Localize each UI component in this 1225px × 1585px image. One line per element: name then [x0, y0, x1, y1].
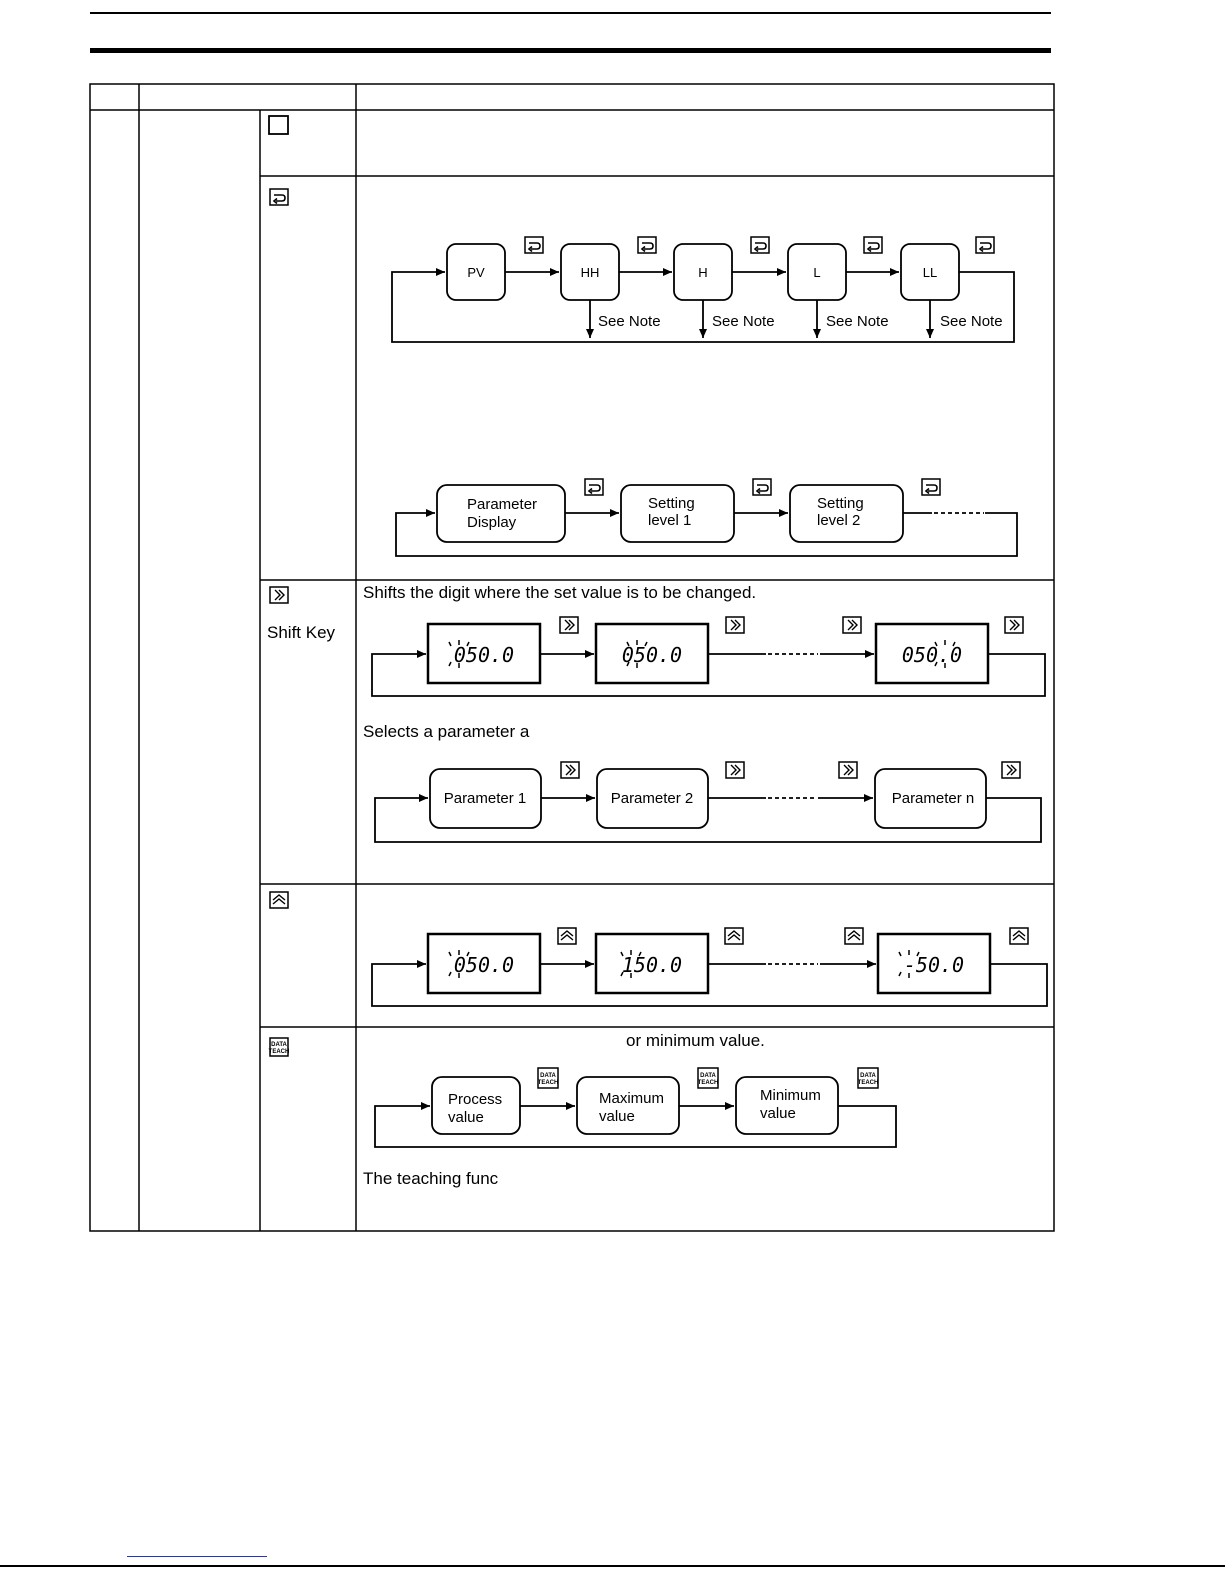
shift-param-flow: [374, 768, 1042, 843]
svg-text:DATA: DATA: [860, 1073, 876, 1079]
svg-text:TEACH: TEACH: [269, 1049, 290, 1055]
data-teach-icon: DATA TEACH: [697, 1067, 719, 1089]
svg-text:TEACH: TEACH: [858, 1080, 879, 1086]
flow-node-maximum-value: Maximum: [599, 1090, 664, 1107]
svg-text:DATA: DATA: [700, 1073, 716, 1079]
shift-digit-flow: [371, 622, 1046, 697]
table-grid: [89, 83, 1055, 1232]
svg-text:TEACH: TEACH: [698, 1080, 719, 1086]
svg-text:TEACH: TEACH: [538, 1080, 559, 1086]
shift-key-label: Shift Key: [267, 623, 336, 642]
return-arrow-icon: [863, 236, 883, 254]
square-icon: [268, 115, 289, 135]
flow-node-h: H: [698, 265, 707, 280]
svg-text:value: value: [448, 1109, 484, 1126]
double-chevron-up-icon: [269, 891, 289, 909]
svg-text:level 2: level 2: [817, 512, 860, 529]
double-chevron-right-icon: [269, 586, 289, 604]
data-key-flow: [374, 1076, 897, 1148]
digit-display: 050.0: [622, 643, 682, 667]
flow-node-parameter-display: Parameter: [467, 496, 537, 513]
double-chevron-right-icon: [559, 616, 579, 634]
svg-text:DATA: DATA: [540, 1073, 556, 1079]
flow-node-ll: LL: [923, 265, 937, 280]
data-teach-icon: DATA TEACH: [857, 1067, 879, 1089]
double-chevron-right-icon: [725, 616, 745, 634]
double-chevron-right-icon: [560, 761, 580, 779]
flow-node-setting-level-2: Setting: [817, 495, 864, 512]
digit-display: 050.0: [454, 953, 514, 977]
double-chevron-right-icon: [1001, 761, 1021, 779]
double-chevron-up-icon: [724, 927, 744, 945]
return-arrow-icon: [921, 478, 941, 496]
double-chevron-up-icon: [557, 927, 577, 945]
return-arrow-icon: [584, 478, 604, 496]
see-note-label: See Note: [826, 313, 889, 330]
mode-flow-levels: [395, 484, 1018, 557]
see-note-label: See Note: [712, 313, 775, 330]
see-note-label: See Note: [598, 313, 661, 330]
data-teach-icon: DATA TEACH: [269, 1037, 290, 1057]
digit-display: 050.0: [902, 643, 962, 667]
return-arrow-icon: [750, 236, 770, 254]
flow-node-hh: HH: [581, 265, 600, 280]
teaching-text-fragment: The teaching func: [363, 1169, 499, 1188]
header-rule-thick: [90, 48, 1051, 53]
footer-rule: [0, 1565, 1225, 1567]
footer-link-underline: [127, 1556, 267, 1557]
return-arrow-icon: [524, 236, 544, 254]
digit-display: 150.0: [622, 953, 682, 977]
svg-text:level 1: level 1: [648, 512, 691, 529]
flow-node-pv: PV: [467, 265, 485, 280]
double-chevron-right-icon: [1004, 616, 1024, 634]
flow-node-parameter-2: Parameter 2: [611, 790, 694, 807]
flow-node-parameter-1: Parameter 1: [444, 790, 527, 807]
digit-display: -50.0: [904, 953, 964, 977]
mode-flow-alarm: [391, 243, 1015, 343]
svg-text:DATA: DATA: [271, 1042, 287, 1048]
flow-node-parameter-n: Parameter n: [892, 790, 975, 807]
double-chevron-up-icon: [1009, 927, 1029, 945]
return-arrow-icon: [752, 478, 772, 496]
svg-text:value: value: [599, 1108, 635, 1125]
double-chevron-right-icon: [842, 616, 862, 634]
data-key-text-fragment: or minimum value.: [626, 1031, 765, 1050]
shift-key-param-intro: Selects a parameter a: [363, 722, 530, 741]
return-arrow-icon: [637, 236, 657, 254]
see-note-label: See Note: [940, 313, 1003, 330]
return-arrow-icon: [975, 236, 995, 254]
double-chevron-right-icon: [838, 761, 858, 779]
svg-text:Display: Display: [467, 514, 517, 531]
flow-node-minimum-value: Minimum: [760, 1087, 821, 1104]
flow-node-setting-level-1: Setting: [648, 495, 695, 512]
header-rule-thin: [90, 12, 1051, 14]
up-key-flow: [371, 932, 1048, 1007]
svg-text:value: value: [760, 1105, 796, 1122]
data-teach-icon: DATA TEACH: [537, 1067, 559, 1089]
flow-node-process-value: Process: [448, 1091, 502, 1108]
double-chevron-up-icon: [844, 927, 864, 945]
digit-display: 050.0: [454, 643, 514, 667]
shift-key-description: Shifts the digit where the set value is …: [363, 583, 756, 602]
return-arrow-icon: [269, 188, 289, 206]
flow-node-l: L: [813, 265, 820, 280]
double-chevron-right-icon: [725, 761, 745, 779]
